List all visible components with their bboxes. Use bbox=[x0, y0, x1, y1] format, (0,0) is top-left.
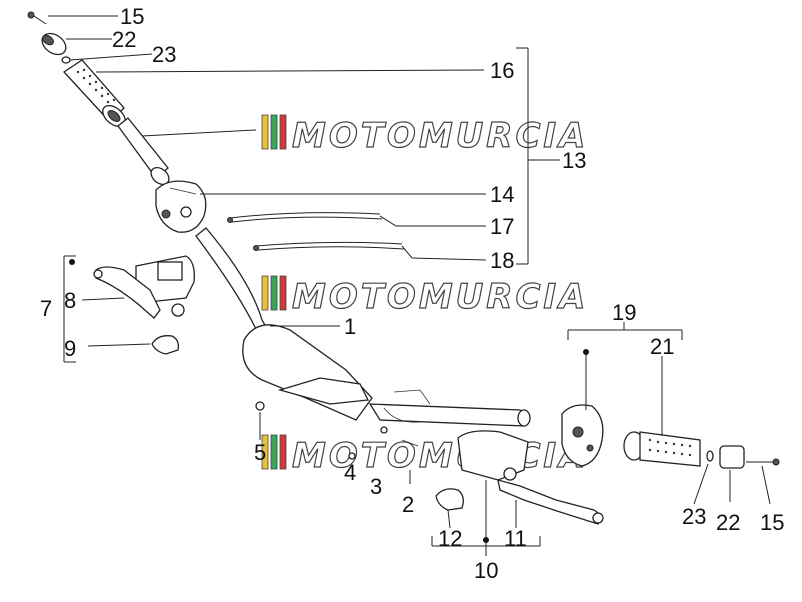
callout-2: 2 bbox=[402, 492, 414, 517]
part-washer-23-bottom bbox=[706, 450, 714, 462]
part-master-cylinder-10 bbox=[457, 430, 529, 481]
callout-15-bottom: 15 bbox=[760, 510, 784, 535]
callout-15-top: 15 bbox=[120, 4, 144, 29]
callout-23-bottom: 23 bbox=[682, 504, 706, 529]
callout-3: 3 bbox=[370, 474, 382, 499]
callout-21: 21 bbox=[650, 334, 674, 359]
part-cable-17 bbox=[227, 212, 383, 223]
callout-17: 17 bbox=[490, 214, 514, 239]
callout-10: 10 bbox=[474, 558, 498, 583]
callout-18: 18 bbox=[490, 248, 514, 273]
part-screw-15-bottom bbox=[746, 458, 780, 466]
part-end-weight-22-bottom bbox=[719, 445, 745, 469]
callout-22-bottom: 22 bbox=[716, 510, 740, 535]
callout-9: 9 bbox=[64, 336, 76, 361]
part-grip-21 bbox=[623, 431, 701, 467]
part-brake-lever-8 bbox=[93, 266, 161, 319]
watermark-top: MOTOMURCIA bbox=[261, 114, 588, 157]
callout-8: 8 bbox=[64, 288, 76, 313]
callout-23-top: 23 bbox=[152, 42, 176, 67]
watermark-middle: MOTOMURCIA bbox=[261, 275, 588, 318]
watermark-text: MOTOMURCIA bbox=[292, 277, 588, 317]
part-cable-18 bbox=[253, 241, 405, 251]
watermark-bottom: MOTOMURCIA bbox=[261, 434, 588, 477]
callout-16: 16 bbox=[490, 58, 514, 83]
part-switch-19 bbox=[561, 404, 604, 467]
watermark-text: MOTOMURCIA bbox=[292, 436, 588, 476]
callout-14: 14 bbox=[490, 182, 514, 207]
watermark-text: MOTOMURCIA bbox=[292, 116, 588, 156]
leader-lines bbox=[48, 15, 771, 556]
part-screw-15-top bbox=[27, 11, 47, 25]
part-small-fittings bbox=[255, 401, 419, 460]
callout-5: 5 bbox=[254, 440, 266, 465]
part-brake-lever-11 bbox=[497, 479, 604, 525]
part-washer-23-top bbox=[61, 56, 71, 64]
callout-4: 4 bbox=[344, 460, 356, 485]
part-end-weight-22-top bbox=[41, 32, 67, 56]
part-handlebar-1 bbox=[195, 227, 531, 427]
callout-7: 7 bbox=[40, 296, 52, 321]
callout-1: 1 bbox=[344, 314, 356, 339]
callout-12: 12 bbox=[438, 526, 462, 551]
callout-19: 19 bbox=[612, 300, 636, 325]
part-clamp-9 bbox=[151, 335, 180, 355]
callout-labels: 15 22 23 16 13 14 17 18 7 8 9 1 19 21 5 … bbox=[40, 4, 784, 583]
callout-13: 13 bbox=[562, 148, 586, 173]
callout-11: 11 bbox=[504, 526, 527, 551]
part-clamp-12 bbox=[435, 488, 464, 511]
part-throttle-tube bbox=[117, 117, 170, 186]
callout-22-top: 22 bbox=[112, 27, 136, 52]
part-switch-14 bbox=[155, 180, 207, 233]
